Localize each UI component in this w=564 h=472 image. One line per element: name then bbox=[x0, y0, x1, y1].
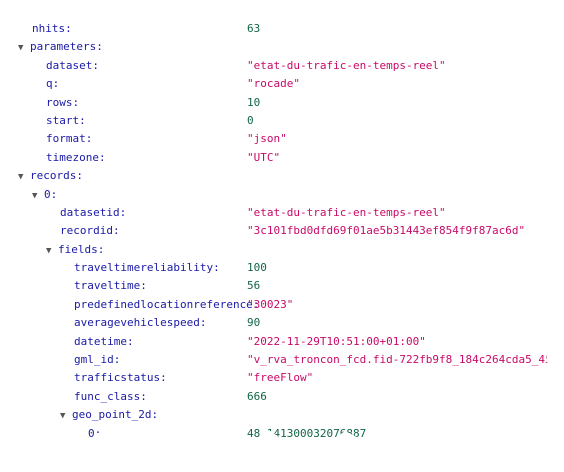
json-row-geo-point-2d[interactable]: ▼ geo_point_2d: bbox=[14, 406, 548, 424]
json-row-timezone: timezone: "UTC" bbox=[14, 149, 548, 167]
json-key-label: parameters: bbox=[30, 40, 103, 54]
json-value: "etat-du-trafic-en-temps-reel" bbox=[247, 205, 446, 219]
json-tree: nhits: 63 ▼ parameters: dataset: "etat-du… bbox=[14, 20, 548, 443]
json-value: 90 bbox=[247, 316, 261, 330]
json-value: 100 bbox=[247, 261, 267, 275]
json-value: "3c101fbd0dfd69f01ae5b31443ef854f9f87ac6… bbox=[247, 224, 526, 238]
caret-down-icon[interactable]: ▼ bbox=[18, 172, 24, 183]
json-key-label: records: bbox=[30, 169, 83, 183]
json-key: start: bbox=[46, 113, 86, 127]
json-row-format: format: "json" bbox=[14, 130, 548, 148]
json-key: traveltime: bbox=[74, 279, 147, 293]
json-row-recordid: recordid: "3c101fbd0dfd69f01ae5b31443ef8… bbox=[14, 222, 548, 240]
json-key[interactable]: ▼ parameters: bbox=[18, 38, 103, 57]
json-value: "30023" bbox=[247, 297, 294, 311]
json-key: func_class: bbox=[74, 389, 147, 403]
json-value: 63 bbox=[247, 22, 261, 35]
json-row-trafficstatus: trafficstatus: "freeFlow" bbox=[14, 369, 548, 387]
json-value: "v_rva_troncon_fcd.fid-722fb9f8_184c264c… bbox=[247, 353, 564, 367]
json-key: datasetid: bbox=[60, 205, 127, 219]
json-key: 0: bbox=[88, 426, 102, 440]
json-row-q: q: "rocade" bbox=[14, 75, 548, 93]
caret-down-icon[interactable]: ▼ bbox=[32, 190, 38, 201]
json-value: 10 bbox=[247, 95, 261, 109]
json-value: 0 bbox=[247, 113, 254, 127]
json-row-datetime: datetime: "2022-11-29T10:51:00+01:00" bbox=[14, 333, 548, 351]
json-key: datetime: bbox=[74, 334, 134, 348]
json-key: averagevehiclespeed: bbox=[74, 316, 207, 330]
json-key-label: fields: bbox=[58, 242, 105, 256]
json-value: "2022-11-29T10:51:00+01:00" bbox=[247, 334, 426, 348]
caret-down-icon[interactable]: ▼ bbox=[18, 43, 24, 54]
json-key[interactable]: ▼ fields: bbox=[46, 241, 104, 260]
json-value: "json" bbox=[247, 132, 287, 146]
json-key-label: 0: bbox=[44, 187, 58, 201]
json-key: q: bbox=[46, 77, 60, 91]
json-row-records[interactable]: ▼ records: bbox=[14, 167, 548, 185]
json-row-gml-id: gml_id: "v_rva_troncon_fcd.fid-722fb9f8_… bbox=[14, 351, 548, 369]
json-value: "etat-du-trafic-en-temps-reel" bbox=[247, 58, 446, 72]
json-value: 666 bbox=[247, 389, 267, 403]
json-row-func-class: func_class: 666 bbox=[14, 388, 548, 406]
json-key[interactable]: ▼ records: bbox=[18, 167, 83, 186]
json-row-rows: rows: 10 bbox=[14, 94, 548, 112]
json-key: predefinedlocationreference: bbox=[74, 297, 260, 311]
json-row-predefinedlocationreference: predefinedlocationreference: "30023" bbox=[14, 296, 548, 314]
json-row-record-0[interactable]: ▼ 0: bbox=[14, 186, 548, 204]
json-value: "UTC" bbox=[247, 150, 281, 164]
json-row-traveltimereliability: traveltimereliability: 100 bbox=[14, 259, 548, 277]
json-row-dataset: dataset: "etat-du-trafic-en-temps-reel" bbox=[14, 57, 548, 75]
json-row-nhits: nhits: 63 bbox=[14, 20, 548, 38]
json-key: timezone: bbox=[46, 150, 106, 164]
json-key: gml_id: bbox=[74, 353, 121, 367]
json-row-parameters[interactable]: ▼ parameters: bbox=[14, 38, 548, 56]
json-key: dataset: bbox=[46, 58, 99, 72]
json-row-fields[interactable]: ▼ fields: bbox=[14, 241, 548, 259]
json-value: 56 bbox=[247, 279, 261, 293]
json-key: traveltimereliability: bbox=[74, 261, 220, 275]
json-row-datasetid: datasetid: "etat-du-trafic-en-temps-reel… bbox=[14, 204, 548, 222]
json-value: "rocade" bbox=[247, 77, 300, 91]
json-key: nhits: bbox=[32, 22, 72, 35]
json-key: format: bbox=[46, 132, 93, 146]
json-viewer-panel: nhits: 63 ▼ parameters: dataset: "etat-du… bbox=[14, 6, 548, 458]
json-key[interactable]: ▼ 0: bbox=[32, 186, 57, 205]
json-key[interactable]: ▼ geo_point_2d: bbox=[60, 406, 158, 425]
json-value: 48.141300032076887 bbox=[247, 426, 367, 440]
json-value: "freeFlow" bbox=[247, 371, 314, 385]
json-key: recordid: bbox=[60, 224, 120, 238]
json-row-geo-0: 0: 48.141300032076887 bbox=[14, 425, 548, 443]
json-row-traveltime: traveltime: 56 bbox=[14, 277, 548, 295]
json-row-averagevehiclespeed: averagevehiclespeed: 90 bbox=[14, 314, 548, 332]
json-row-start: start: 0 bbox=[14, 112, 548, 130]
json-key: rows: bbox=[46, 95, 80, 109]
caret-down-icon[interactable]: ▼ bbox=[46, 245, 52, 256]
json-key-label: geo_point_2d: bbox=[72, 408, 159, 422]
json-key: trafficstatus: bbox=[74, 371, 167, 385]
caret-down-icon[interactable]: ▼ bbox=[60, 411, 66, 422]
